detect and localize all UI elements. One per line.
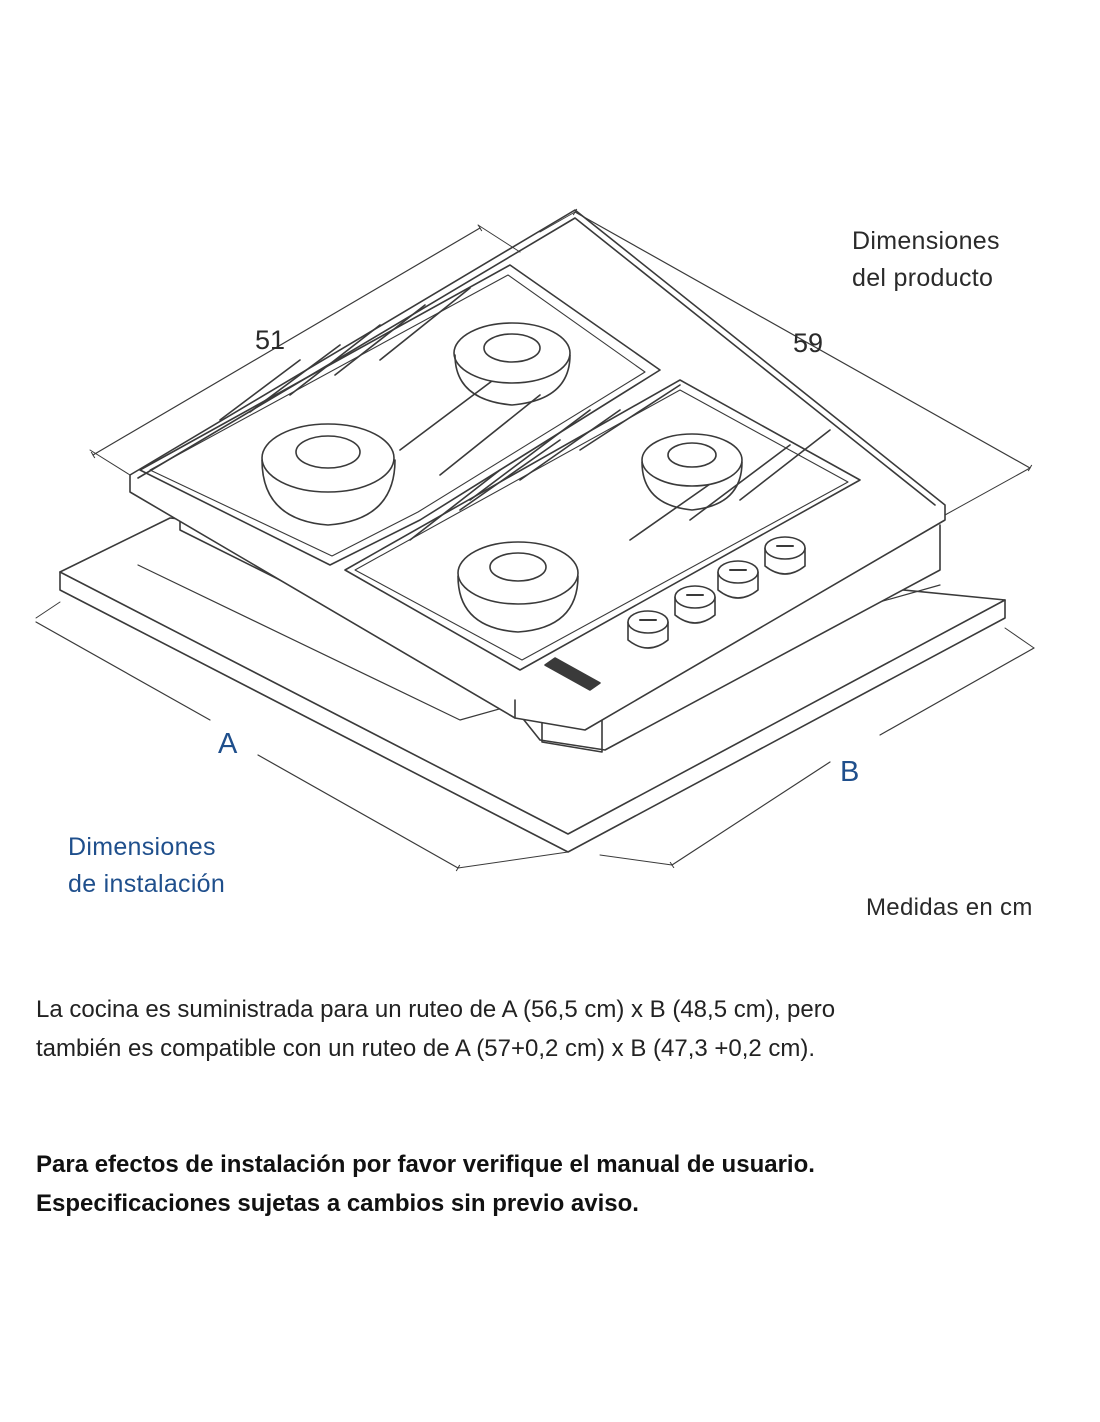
cutout-a-label: A [218, 728, 238, 760]
knob-icon [627, 610, 669, 649]
product-label-line2: del producto [852, 264, 994, 292]
routing-note: La cocina es suministrada para un ruteo … [36, 990, 1076, 1068]
width-dimension-value: 51 [255, 325, 286, 355]
cutout-b-label: B [840, 756, 860, 788]
brand-plate [544, 657, 601, 691]
units-note: Medidas en cm [866, 894, 1033, 921]
installation-label-line2: de instalación [68, 870, 226, 898]
knob-icon [717, 560, 759, 599]
legal-note: Para efectos de instalación por favor ve… [36, 1145, 1076, 1223]
knob-icon [674, 585, 716, 624]
legal-note-line1: Para efectos de instalación por favor ve… [36, 1151, 815, 1178]
routing-note-line2: también es compatible con un ruteo de A … [36, 1035, 816, 1062]
installation-dimensions-label: Dimensiones de instalación [68, 829, 225, 903]
dimension-line-depth [539, 208, 1033, 516]
product-dimensions-label: Dimensiones del producto [852, 223, 1000, 297]
installation-label-line1: Dimensiones [68, 833, 216, 861]
knob-icon [764, 536, 806, 575]
depth-dimension-value: 59 [793, 328, 824, 358]
dimension-line-a [35, 601, 569, 872]
burner-icon [457, 541, 579, 633]
product-label-line1: Dimensiones [852, 227, 1000, 255]
hob-dimension-diagram [35, 208, 1035, 872]
legal-note-line2: Especificaciones sujetas a cambios sin p… [36, 1190, 639, 1217]
routing-note-line1: La cocina es suministrada para un ruteo … [36, 996, 836, 1023]
dimension-line-b [599, 627, 1035, 869]
dimension-line-width [89, 224, 521, 476]
